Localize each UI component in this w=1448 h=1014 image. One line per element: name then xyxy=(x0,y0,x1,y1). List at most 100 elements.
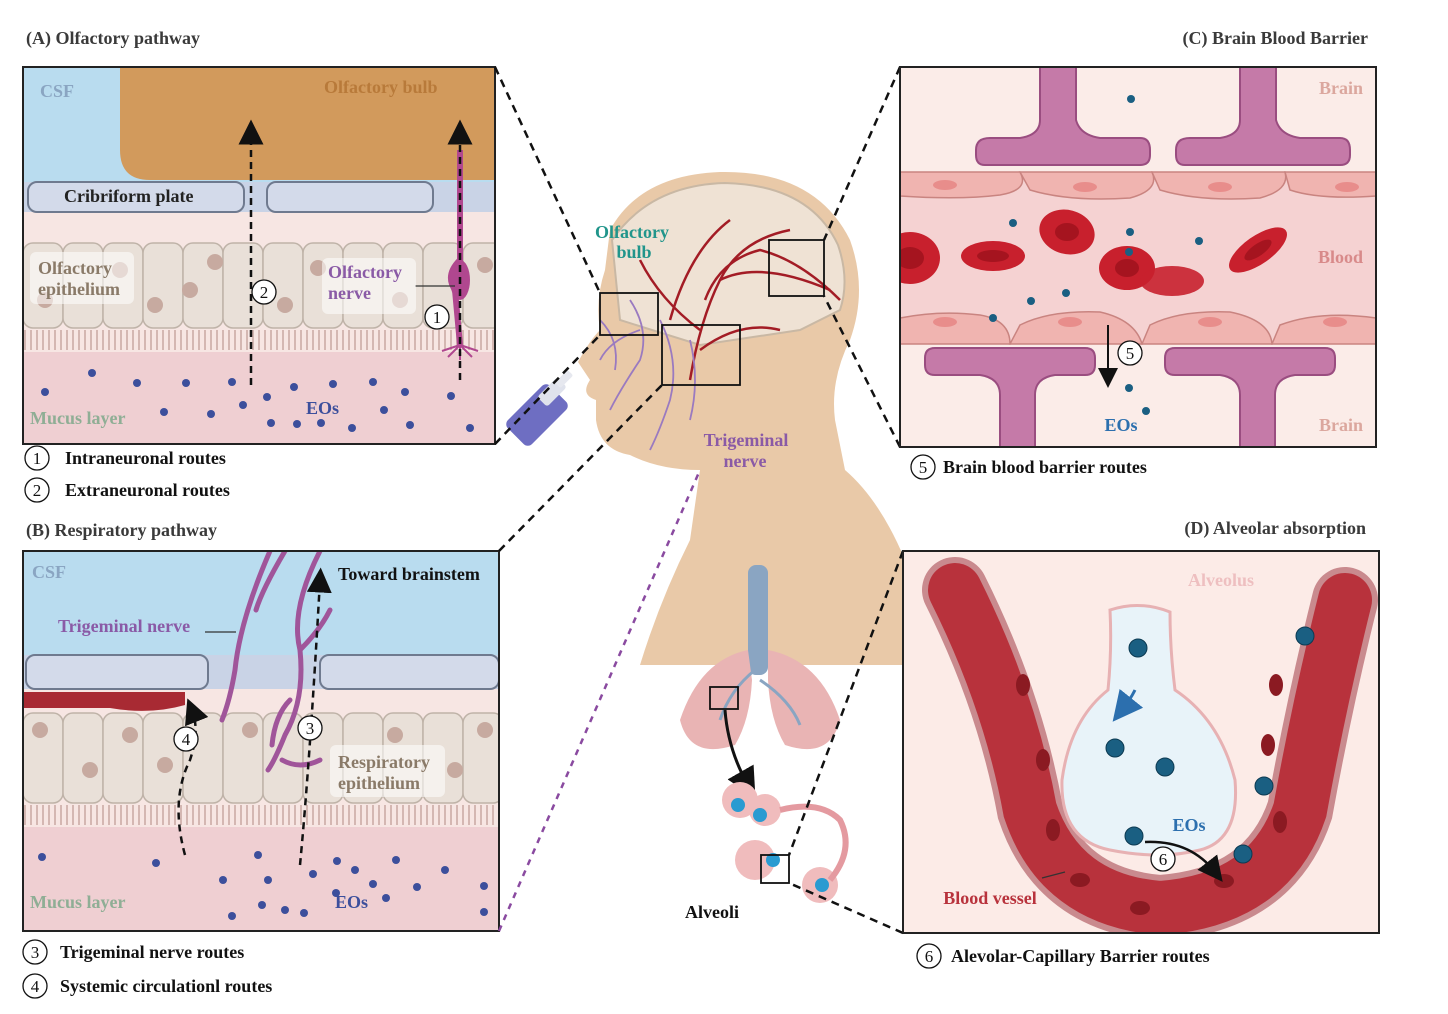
brain-vessels xyxy=(638,219,841,381)
panel-a-title: (A) Olfactory pathway xyxy=(26,28,200,49)
olfactory-bulb-center-label-2: bulb xyxy=(616,242,651,262)
astrocyte-feet-top xyxy=(975,67,1351,166)
trigeminal-center-label-1: Trigeminal xyxy=(704,430,789,450)
eos-dots-b xyxy=(38,851,488,920)
panel-c-frame xyxy=(899,66,1377,448)
alveolar-route-arrow xyxy=(1144,840,1223,882)
mucus-layer-region-b xyxy=(23,827,499,931)
connector-lines xyxy=(493,66,905,935)
olfactory-bulb-label-a: Olfactory bulb xyxy=(324,77,438,97)
systemic-route-arrow xyxy=(177,698,209,856)
legend-1-num: 1 xyxy=(33,449,42,468)
cribriform-plate-left xyxy=(27,181,245,213)
alveolus-inflow-arrow xyxy=(1112,688,1144,722)
eos-dots-d xyxy=(1105,626,1315,864)
legend-4-num: 4 xyxy=(31,977,40,996)
alveolus-interior xyxy=(1060,604,1238,857)
olfactory-region-box xyxy=(599,292,659,336)
legend-3-text: Trigeminal nerve routes xyxy=(60,942,244,962)
blood-vessel-label: Blood vessel xyxy=(943,888,1037,908)
eos-label-d: EOs xyxy=(1172,815,1205,835)
respiratory-epithelium-label-2: epithelium xyxy=(338,773,420,793)
lungs xyxy=(680,565,840,750)
panel-a-frame xyxy=(22,66,496,445)
olfactory-nerve-label-2: nerve xyxy=(328,283,371,303)
legend-4-text: Systemic circulationl routes xyxy=(60,976,272,996)
marker-6-text: 6 xyxy=(1159,850,1168,869)
marker-3-text: 3 xyxy=(306,719,315,738)
marker-4-circle xyxy=(173,726,199,752)
marker-4-text: 4 xyxy=(182,730,191,749)
panel-b-frame xyxy=(22,550,500,932)
legend-6-text: Alevolar-Capillary Barrier routes xyxy=(951,946,1210,966)
trigeminal-center-label-2: nerve xyxy=(724,451,767,471)
center-illustration: Olfactory bulb Trigeminal nerve Alveoli xyxy=(506,171,905,922)
alveoli-region-box xyxy=(760,854,790,884)
lung-to-alveoli-arrow xyxy=(723,709,756,799)
olfactory-epithelium-label-1: Olfactory xyxy=(38,258,112,278)
legend-2-num: 2 xyxy=(33,481,42,500)
blood-vessel-d xyxy=(928,563,1372,933)
respiratory-region-box xyxy=(661,324,741,386)
cilia-row xyxy=(24,330,494,350)
panel-a: (A) Olfactory pathway xyxy=(22,28,496,503)
panel-c-title: (C) Brain Blood Barrier xyxy=(1183,28,1368,49)
olfactory-bulb-center-label-1: Olfactory xyxy=(595,222,669,242)
eos-label-c: EOs xyxy=(1104,415,1137,435)
panel-d-frame xyxy=(902,550,1380,934)
bbb-region-box xyxy=(768,239,825,297)
legend-5-text: Brain blood barrier routes xyxy=(943,457,1147,477)
brain-bottom-label: Brain xyxy=(1319,415,1363,435)
panel-b: (B) Respiratory pathway xyxy=(22,520,500,999)
eos-dots-a xyxy=(41,369,474,432)
marker-2-text: 2 xyxy=(260,283,269,302)
brain-top-label: Brain xyxy=(1319,78,1363,98)
toward-brainstem-label: Toward brainstem xyxy=(338,564,480,584)
red-blood-cells xyxy=(900,209,1287,296)
trigeminal-route-arrow xyxy=(298,567,332,866)
alveoli-cluster xyxy=(722,782,849,903)
cribriform-plate-label: Cribriform plate xyxy=(64,186,193,206)
lung-region-box xyxy=(709,686,739,710)
mucus-layer-label-a: Mucus layer xyxy=(30,408,125,428)
panel-d: (D) Alveolar absorption 6 xyxy=(902,518,1380,969)
marker-6-circle xyxy=(1150,846,1176,872)
legend-2-text: Extraneuronal routes xyxy=(65,480,230,500)
eos-label-b: EOs xyxy=(335,892,368,912)
cribriform-plate-right xyxy=(266,181,434,213)
legend-3-num: 3 xyxy=(31,943,40,962)
marker-5-circle xyxy=(1117,340,1143,366)
trigeminal-connector xyxy=(497,469,702,932)
marker-1-text: 1 xyxy=(433,308,442,327)
eos-label-a: EOs xyxy=(306,398,339,418)
blood-label: Blood xyxy=(1318,247,1363,267)
panel-b-title: (B) Respiratory pathway xyxy=(26,520,217,541)
legend-5-num: 5 xyxy=(919,458,928,477)
panel-c: (C) Brain Blood Barrier xyxy=(899,28,1377,480)
csf-label-b: CSF xyxy=(32,562,66,582)
mucus-layer-label-b: Mucus layer xyxy=(30,892,125,912)
legend-1-text: Intraneuronal routes xyxy=(65,448,226,468)
panel-d-title: (D) Alveolar absorption xyxy=(1184,518,1366,539)
endothelium-bottom xyxy=(900,311,1376,345)
legend-1-circle xyxy=(24,445,50,471)
csf-label-a: CSF xyxy=(40,81,74,101)
mucus-layer-region xyxy=(23,352,495,444)
marker-1-circle xyxy=(424,304,450,330)
marker-5-text: 5 xyxy=(1126,344,1135,363)
eos-dots-c xyxy=(989,95,1203,415)
marker-2-circle xyxy=(251,279,277,305)
olfactory-nerve-label-1: Olfactory xyxy=(328,262,402,282)
olfactory-bulb-region xyxy=(120,67,495,180)
blood-vessel-b xyxy=(23,692,185,711)
marker-3-circle xyxy=(297,715,323,741)
trigeminal-nerve-label-b: Trigeminal nerve xyxy=(58,616,190,636)
legend-6-num: 6 xyxy=(925,947,934,966)
facial-nerves xyxy=(599,299,696,451)
nasal-spray-bottle xyxy=(506,370,573,446)
astrocyte-feet-bottom xyxy=(924,347,1336,447)
legend-2-circle xyxy=(24,477,50,503)
olfactory-epithelium-label-2: epithelium xyxy=(38,279,120,299)
alveolus-label: Alveolus xyxy=(1188,570,1254,590)
